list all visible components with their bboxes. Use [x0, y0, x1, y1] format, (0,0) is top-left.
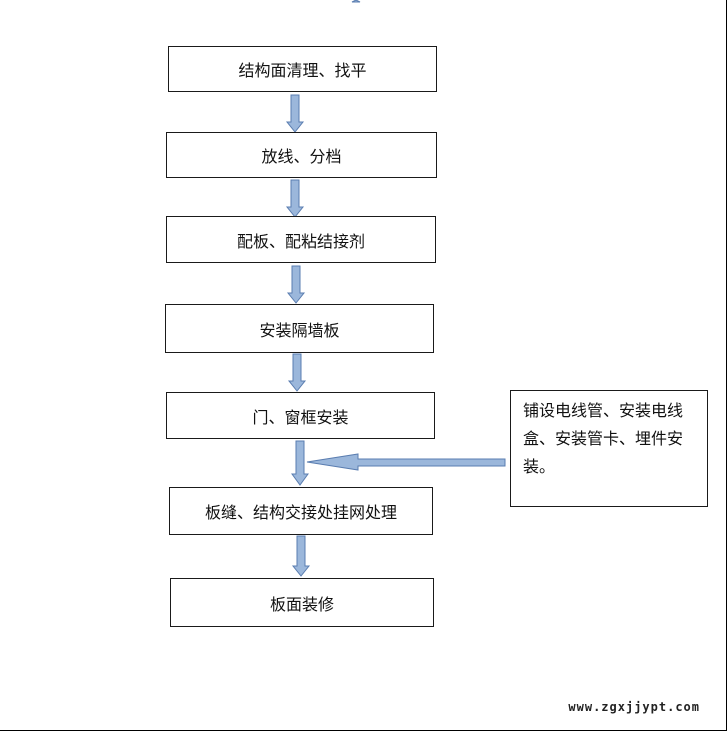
down-arrow-4 [287, 353, 307, 392]
step-label-3: 配板、配粘结接剂 [236, 231, 365, 251]
left-arrow-side [306, 453, 506, 471]
step-box-7: 板面装修 [170, 578, 434, 627]
down-arrow-2 [285, 179, 305, 218]
step-box-3: 配板、配粘结接剂 [166, 216, 436, 263]
partial-arrow-top [351, 0, 361, 3]
step-label-5: 门、窗框安装 [252, 407, 349, 427]
step-box-2: 放线、分档 [166, 132, 437, 178]
watermark: www.zgxjjypt.com [568, 700, 700, 714]
step-box-6: 板缝、结构交接处挂网处理 [169, 487, 433, 535]
step-label-2: 放线、分档 [261, 147, 342, 166]
step-label-7: 板面装修 [269, 594, 334, 614]
side-note-text: 铺设电线管、安装电线盒、安装管卡、埋件安装。 [523, 401, 684, 476]
step-box-4: 安装隔墙板 [165, 304, 434, 353]
down-arrow-3 [286, 265, 306, 304]
down-arrow-1 [285, 94, 305, 133]
step-label-4: 安装隔墙板 [259, 320, 340, 340]
down-arrow-6 [291, 535, 311, 577]
down-arrow-5 [291, 440, 309, 486]
step-label-1: 结构面清理、找平 [238, 61, 367, 80]
step-box-1: 结构面清理、找平 [168, 46, 437, 92]
step-box-5: 门、窗框安装 [166, 392, 435, 439]
side-note-box: 铺设电线管、安装电线盒、安装管卡、埋件安装。 [510, 390, 708, 507]
step-label-6: 板缝、结构交接处挂网处理 [204, 503, 397, 522]
